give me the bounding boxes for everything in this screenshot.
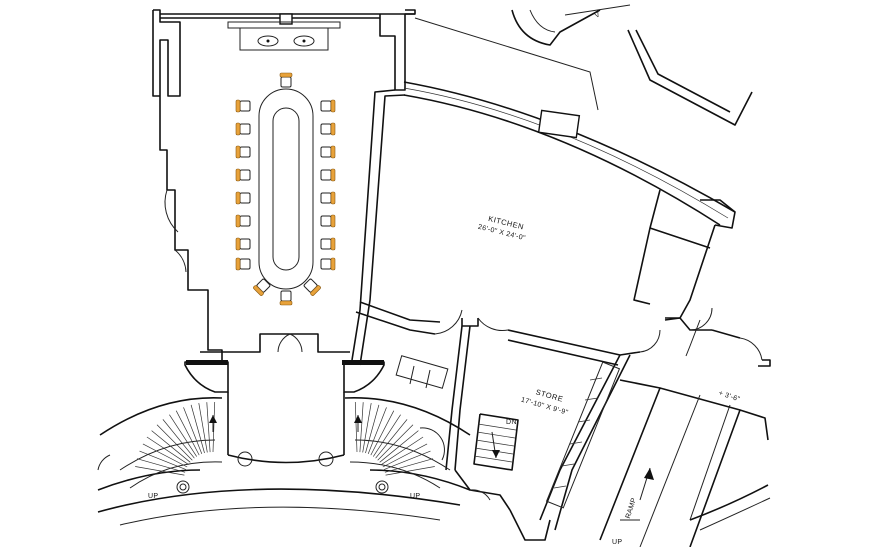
stair-tread bbox=[146, 436, 189, 465]
store-room bbox=[395, 325, 631, 541]
chair bbox=[320, 145, 336, 159]
column-right bbox=[318, 451, 334, 467]
stair-tread bbox=[367, 407, 387, 455]
stair-tread bbox=[212, 401, 216, 453]
chair bbox=[320, 237, 336, 251]
bottom-up-label: UP bbox=[612, 539, 622, 546]
sideboard bbox=[239, 27, 329, 51]
stair-tread bbox=[175, 410, 200, 456]
chair bbox=[235, 168, 251, 182]
chair bbox=[303, 278, 321, 296]
exterior-terrace: V bbox=[511, 4, 753, 126]
grand-staircase bbox=[97, 360, 471, 526]
chair bbox=[320, 122, 336, 136]
stair-tread bbox=[373, 414, 401, 457]
chair bbox=[320, 191, 336, 205]
stair-tread bbox=[183, 407, 203, 455]
stair-tread bbox=[381, 436, 424, 465]
stair-tread bbox=[377, 424, 414, 461]
chair bbox=[235, 214, 251, 228]
basin-right bbox=[293, 35, 315, 47]
stair-tread bbox=[365, 404, 380, 454]
stair-tread bbox=[156, 424, 193, 461]
ramp bbox=[599, 379, 771, 547]
stair-tread bbox=[382, 443, 428, 468]
chair bbox=[279, 72, 293, 88]
stair-tread bbox=[379, 430, 419, 463]
chair bbox=[235, 191, 251, 205]
stair-tread bbox=[359, 402, 364, 453]
stair-tread bbox=[136, 458, 186, 473]
chair bbox=[320, 99, 336, 113]
stair-tread bbox=[190, 404, 205, 454]
stair-tread bbox=[375, 419, 408, 459]
stair-tread bbox=[384, 458, 434, 473]
basin-left bbox=[257, 35, 279, 47]
stair-tread bbox=[370, 410, 395, 456]
stair-tread bbox=[198, 403, 208, 453]
stair-tread bbox=[139, 450, 187, 470]
stair-tread bbox=[383, 450, 431, 470]
dining-hall bbox=[152, 9, 416, 366]
conference-table bbox=[258, 88, 314, 290]
service-stair bbox=[473, 413, 519, 471]
chair bbox=[235, 99, 251, 113]
chair bbox=[320, 168, 336, 182]
chair bbox=[320, 214, 336, 228]
service-stair-dn-label: DN bbox=[506, 419, 517, 426]
stair-tread bbox=[135, 466, 185, 476]
dining-chairs bbox=[235, 72, 336, 306]
stair-tread bbox=[385, 466, 435, 476]
svg-text:V: V bbox=[594, 11, 601, 19]
ramp-label: RAMP bbox=[625, 497, 638, 520]
chair bbox=[279, 290, 293, 306]
chair bbox=[235, 257, 251, 271]
stair-tread bbox=[142, 443, 188, 468]
stair-tread bbox=[169, 414, 197, 457]
level-note: + 3'-6" bbox=[718, 390, 741, 404]
chair bbox=[253, 278, 271, 296]
stair-tread bbox=[151, 430, 191, 463]
chair bbox=[235, 122, 251, 136]
stair-right-up-label: UP bbox=[410, 493, 420, 500]
kitchen-room bbox=[355, 17, 771, 367]
stair-tread bbox=[354, 401, 358, 453]
stair-tread bbox=[162, 419, 195, 459]
stair-tread bbox=[206, 402, 211, 453]
stair-tread bbox=[362, 403, 372, 453]
column-left bbox=[237, 451, 253, 467]
store-label: STORE 17'-10" X 9'-9" bbox=[520, 387, 569, 416]
chair bbox=[235, 237, 251, 251]
stair-left-up-label: UP bbox=[148, 493, 158, 500]
chair bbox=[320, 257, 336, 271]
kitchen-label: KITCHEN 26'-0" X 24'-0" bbox=[477, 214, 526, 242]
chair bbox=[235, 145, 251, 159]
store-shelf bbox=[395, 355, 449, 389]
